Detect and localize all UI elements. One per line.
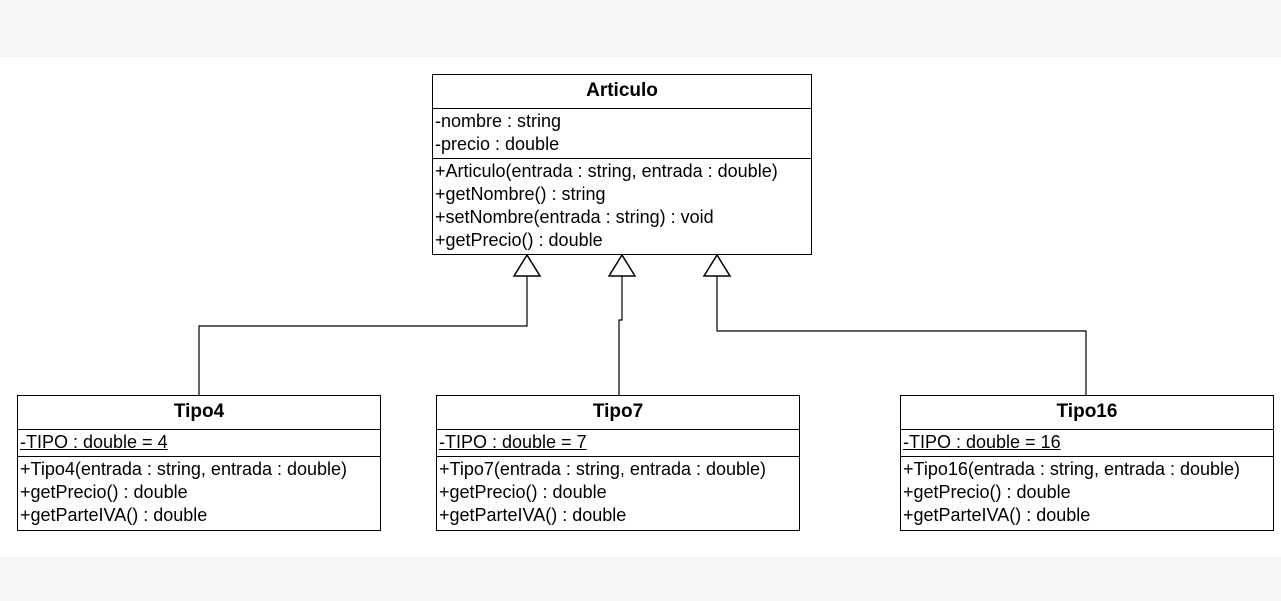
method: +getPrecio() : double [435,230,603,250]
attribute: -TIPO : double = 4 [20,432,168,452]
method: +getPrecio() : double [439,482,607,502]
method: +getNombre() : string [435,184,606,204]
attributes-section: -TIPO : double = 7 [437,430,799,456]
inheritance-arrowhead-tipo7 [607,253,637,277]
method: +getPrecio() : double [20,482,188,502]
method: +getPrecio() : double [903,482,1071,502]
attributes-section: -TIPO : double = 4 [18,430,380,456]
method: +Articulo(entrada : string, entrada : do… [435,161,778,181]
class-tipo7[interactable]: Tipo7 -TIPO : double = 7 +Tipo7(entrada … [436,395,800,531]
class-name: Tipo7 [437,396,799,430]
inheritance-arrowhead-tipo16 [702,253,732,277]
attribute: -nombre : string [435,111,562,131]
attribute: -TIPO : double = 7 [439,432,587,452]
class-name: Tipo16 [901,396,1273,430]
attribute: -TIPO : double = 16 [903,432,1061,452]
method: +getParteIVA() : double [439,505,627,525]
class-tipo16[interactable]: Tipo16 -TIPO : double = 16 +Tipo16(entra… [900,395,1274,531]
method: +Tipo16(entrada : string, entrada : doub… [903,459,1241,479]
method: +getParteIVA() : double [903,505,1091,525]
method: +Tipo4(entrada : string, entrada : doubl… [20,459,348,479]
method: +Tipo7(entrada : string, entrada : doubl… [439,459,767,479]
methods-section: +Articulo(entrada : string, entrada : do… [433,158,811,254]
class-articulo[interactable]: Articulo -nombre : string -precio : doub… [432,74,812,255]
methods-section: +Tipo4(entrada : string, entrada : doubl… [18,456,380,529]
class-name: Tipo4 [18,396,380,430]
class-name: Articulo [433,75,811,109]
inheritance-line-tipo7 [618,276,623,396]
class-tipo4[interactable]: Tipo4 -TIPO : double = 4 +Tipo4(entrada … [17,395,381,531]
inheritance-line-tipo16 [716,276,1087,396]
method: +setNombre(entrada : string) : void [435,207,714,227]
attribute: -precio : double [435,134,560,154]
inheritance-arrowhead-tipo4 [512,253,542,277]
attributes-section: -nombre : string -precio : double [433,109,811,158]
attributes-section: -TIPO : double = 16 [901,430,1273,456]
method: +getParteIVA() : double [20,505,208,525]
methods-section: +Tipo16(entrada : string, entrada : doub… [901,456,1273,529]
inheritance-line-tipo4 [198,276,528,396]
methods-section: +Tipo7(entrada : string, entrada : doubl… [437,456,799,529]
